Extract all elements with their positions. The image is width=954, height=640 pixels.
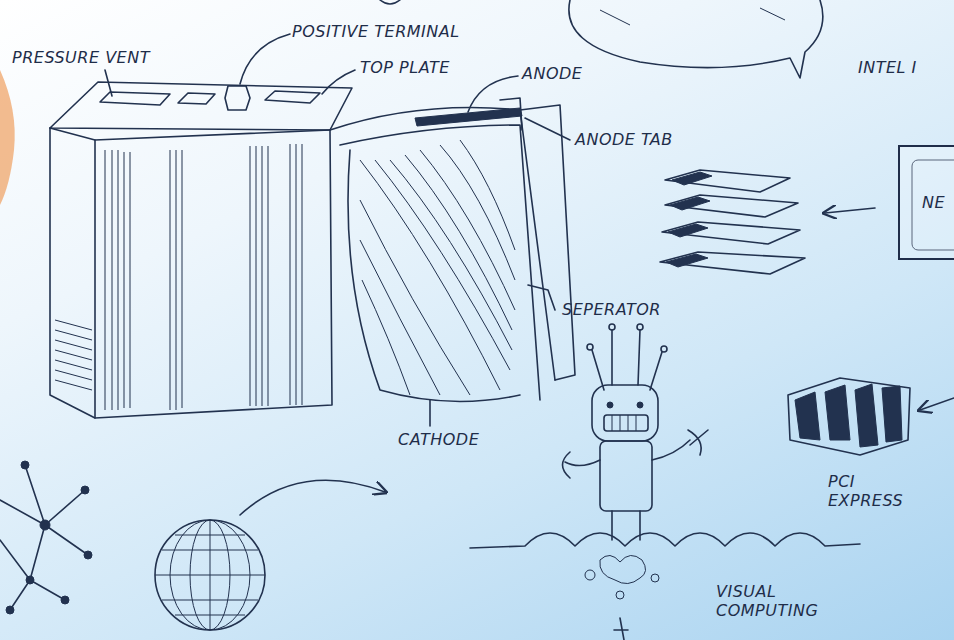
box-text: NE (922, 193, 954, 212)
water-waves (470, 533, 860, 548)
part-label: ANODE TAB (575, 130, 673, 149)
part-label: CATHODE (398, 430, 479, 449)
part-label: INTEL I (858, 58, 917, 77)
part-label: VISUAL COMPUTING (716, 582, 856, 620)
network-graph (0, 461, 92, 614)
curved-arrow (240, 480, 385, 515)
chip-box: NE (898, 145, 954, 260)
pci-cards (788, 378, 954, 455)
part-label: PCI EXPRESS (828, 472, 924, 510)
battery-cell (50, 34, 575, 426)
part-label: POSITIVE TERMINAL (292, 22, 460, 41)
robot (563, 324, 709, 640)
part-label: TOP PLATE (360, 58, 450, 77)
part-label: PRESSURE VENT (12, 48, 150, 67)
part-label: ANODE (522, 64, 582, 83)
hand-blob (0, 70, 15, 205)
part-label: SEPERATOR (562, 300, 661, 319)
globe (155, 520, 265, 630)
